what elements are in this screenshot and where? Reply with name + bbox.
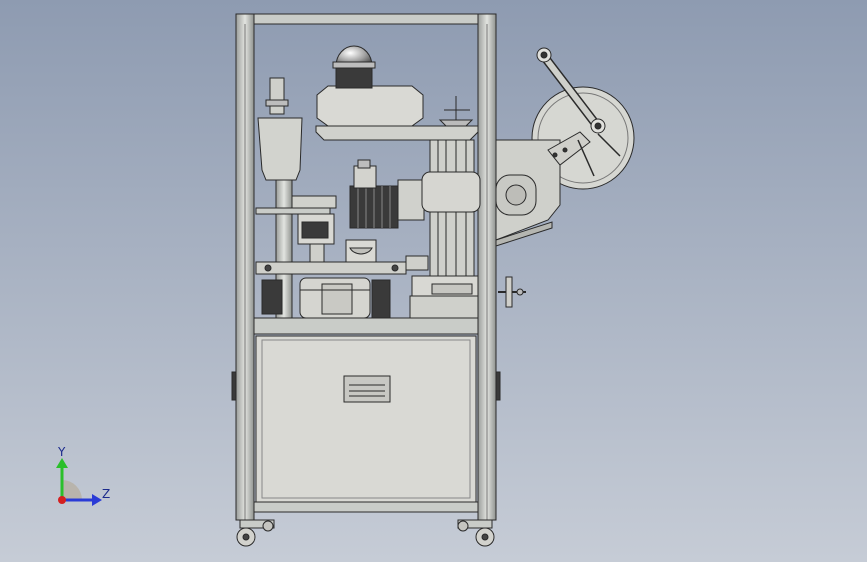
label-reel-assembly[interactable] (495, 47, 635, 247)
motor-assembly (349, 159, 481, 229)
support-plate (315, 96, 479, 141)
hand-wheel[interactable] (498, 276, 526, 308)
drive-motor (261, 277, 391, 319)
work-platform (255, 239, 429, 275)
z-axis-arrow-icon (92, 494, 102, 506)
linear-slide (409, 275, 479, 319)
labeling-machine-model[interactable] (231, 13, 635, 547)
sensor-blocks (255, 195, 337, 269)
y-axis-arrow-icon (56, 458, 68, 468)
top-print-head (316, 45, 424, 127)
cabinet-handle[interactable] (343, 375, 391, 403)
caster-wheels (236, 519, 495, 547)
coordinate-triad: Y Z (56, 445, 110, 506)
lower-cabinet (255, 335, 477, 503)
y-axis-label: Y (57, 445, 66, 459)
z-axis-label: Z (102, 487, 110, 501)
origin-point (58, 496, 66, 504)
